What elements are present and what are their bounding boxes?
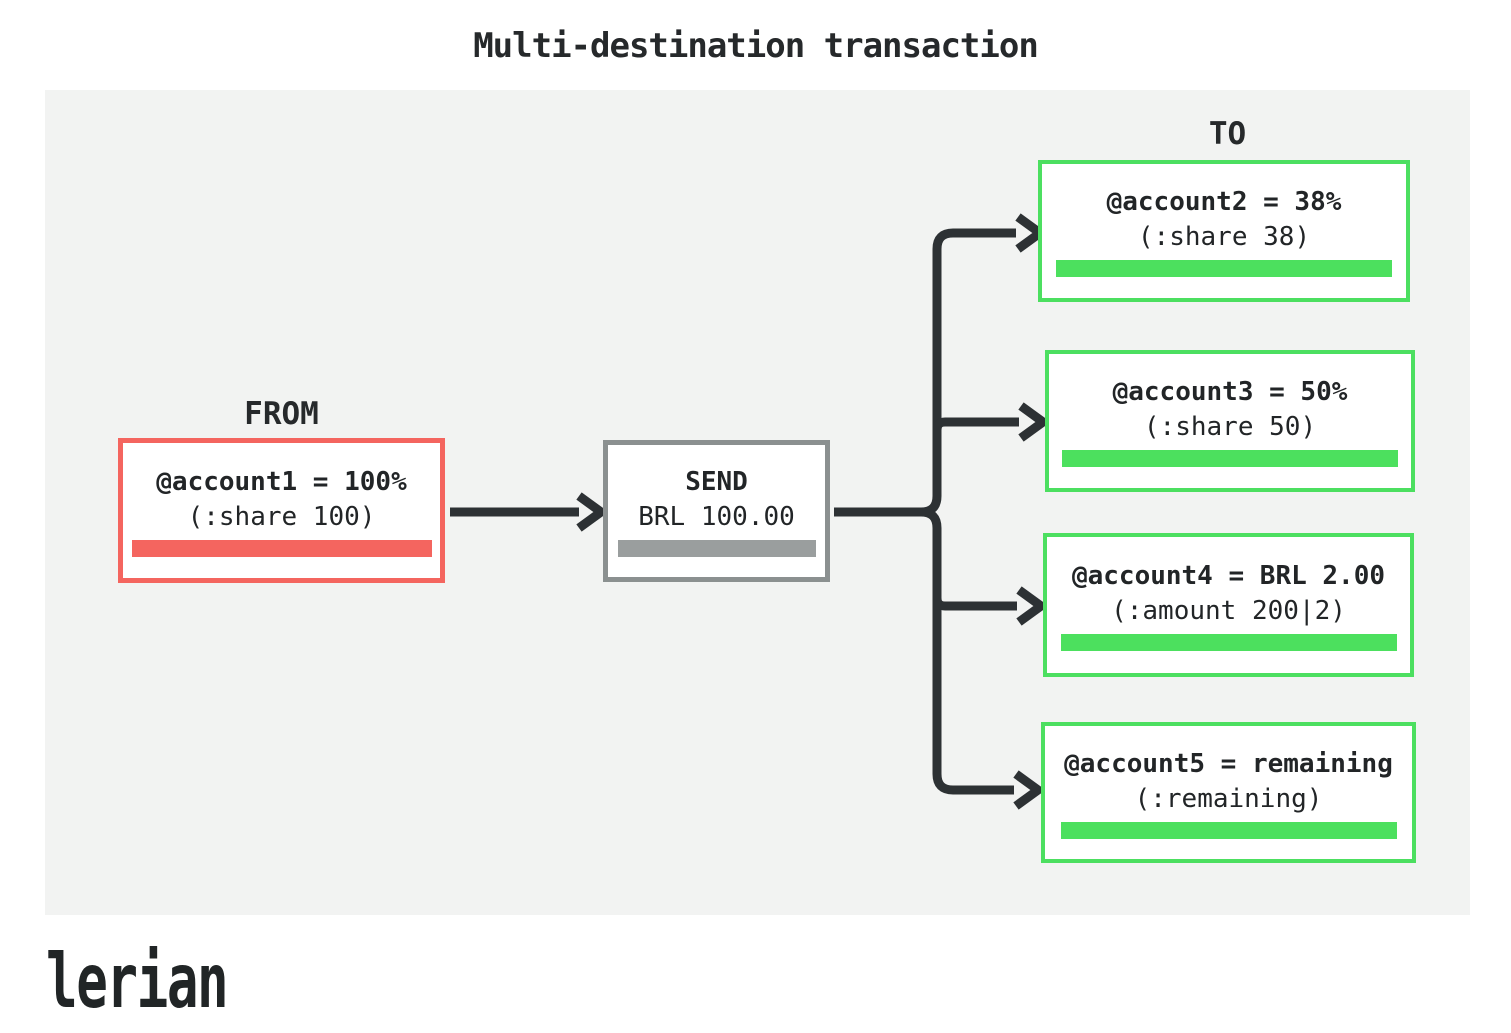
arrowhead-icon <box>1018 402 1051 442</box>
lerian-logo: lerian <box>46 937 229 1025</box>
to-node-account2: @account2 = 38% (:share 38) <box>1038 160 1410 302</box>
send-node: SEND BRL 100.00 <box>603 440 830 582</box>
send-label: SEND <box>685 467 748 497</box>
account-modifier: (:amount 200|2) <box>1111 596 1346 626</box>
arrowhead-icon <box>1015 213 1048 253</box>
account-modifier: (:share 50) <box>1143 412 1317 442</box>
to-node-account4: @account4 = BRL 2.00 (:amount 200|2) <box>1043 533 1414 677</box>
account-assignment: @account4 = BRL 2.00 <box>1071 561 1386 591</box>
send-amount: BRL 100.00 <box>638 502 795 532</box>
connector-branch-account4 <box>932 597 1017 611</box>
to-accent-bar <box>1060 634 1397 651</box>
from-accent-bar <box>131 539 432 557</box>
account-assignment: @account5 = remaining <box>1064 748 1393 779</box>
from-node-account1: @account1 = 100% (:share 100) <box>118 438 445 583</box>
arrowhead-icon <box>1016 586 1049 626</box>
account-modifier: (:remaining) <box>1134 783 1323 814</box>
account-assignment: @account1 = 100% <box>156 466 407 497</box>
to-node-account3: @account3 = 50% (:share 50) <box>1045 350 1415 492</box>
arrowhead-icon <box>576 492 609 532</box>
page-title: Multi-destination transaction <box>473 26 1039 66</box>
account-assignment: @account2 = 38% <box>1106 187 1342 217</box>
connector-branch-account3 <box>932 417 1019 431</box>
to-accent-bar <box>1062 450 1398 467</box>
connector-trunk-down <box>834 507 1014 795</box>
to-accent-bar <box>1056 260 1392 277</box>
to-zone-label: TO <box>1208 116 1247 152</box>
account-modifier: (:share 38) <box>1137 222 1311 252</box>
to-accent-bar <box>1060 821 1397 839</box>
account-modifier: (:share 100) <box>187 501 376 532</box>
connector-trunk-up <box>834 228 1016 517</box>
send-accent-bar <box>617 540 816 557</box>
to-node-account5: @account5 = remaining (:remaining) <box>1041 722 1416 863</box>
account-assignment: @account3 = 50% <box>1112 377 1348 407</box>
arrowhead-icon <box>1013 770 1046 810</box>
from-zone-label: FROM <box>244 396 319 432</box>
